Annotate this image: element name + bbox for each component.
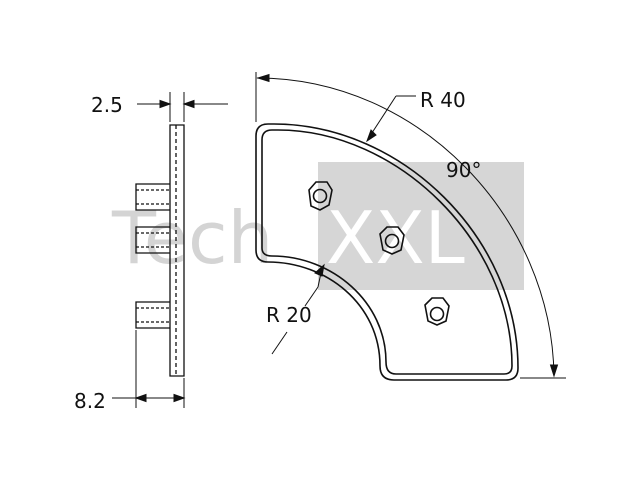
front-view xyxy=(255,123,519,381)
side-view-pin-1 xyxy=(135,183,170,211)
dimension-angle xyxy=(255,72,566,379)
dimension-inner-radius xyxy=(271,263,325,355)
front-view-inner-contour xyxy=(261,129,513,375)
side-view-pin-3 xyxy=(135,301,170,329)
front-view-outer-contour xyxy=(255,123,519,381)
dimension-outer-radius-label: R 40 xyxy=(420,88,466,112)
mounting-hole-2 xyxy=(379,226,405,255)
side-view-plate xyxy=(169,124,185,377)
dimension-thickness-label: 2.5 xyxy=(91,93,123,117)
mounting-hole-1 xyxy=(308,181,333,211)
mounting-hole-3 xyxy=(424,297,450,326)
side-view-pin-2 xyxy=(135,226,170,254)
watermark-tech-text: Tech xyxy=(111,196,273,280)
dimension-depth-label: 8.2 xyxy=(74,389,106,413)
dimension-depth xyxy=(112,330,186,408)
dimension-outer-radius xyxy=(366,95,416,143)
side-view xyxy=(135,124,185,377)
dimension-thickness xyxy=(137,92,228,122)
watermark-xxl-text: XXL xyxy=(326,196,465,280)
dimension-angle-label: 90° xyxy=(446,158,481,182)
dimension-inner-radius-label: R 20 xyxy=(266,303,312,327)
